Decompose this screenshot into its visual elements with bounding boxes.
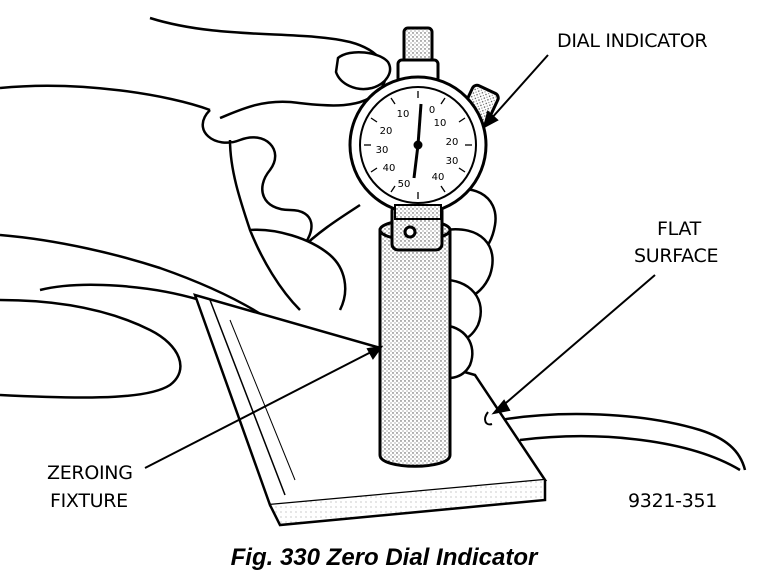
fixture-cylinder <box>378 203 452 468</box>
dial-number-right: 10 <box>434 118 447 129</box>
workbench <box>499 412 747 472</box>
dial-number-right: 20 <box>446 137 459 148</box>
dial-number-left: 30 <box>376 145 389 156</box>
dial-number-left: 20 <box>380 126 393 137</box>
flat-surface-mark <box>484 411 493 426</box>
figure-caption: Fig. 330 Zero Dial Indicator <box>230 544 538 571</box>
lower-arm <box>0 283 201 399</box>
dial-ticks <box>364 91 472 199</box>
dial-needle <box>412 103 423 179</box>
leader-lines <box>144 54 656 469</box>
figure-code: 9321-351 <box>628 490 718 512</box>
zeroing-fixture-label-line1: ZEROING <box>47 462 133 484</box>
flat-surface-label-line1: FLAT <box>657 218 701 240</box>
dial-number-right: 30 <box>446 156 459 167</box>
dial-number-left: 10 <box>397 109 410 120</box>
dial-number-right: 40 <box>432 172 445 183</box>
dial-number-left: 40 <box>383 163 396 174</box>
left-hand <box>0 16 392 322</box>
zeroing-fixture-label-line2: FIXTURE <box>50 490 128 512</box>
dial-indicator-label: DIAL INDICATOR <box>557 30 708 52</box>
dial-number-top: 0 <box>429 105 435 116</box>
flat-surface-label-line2: SURFACE <box>634 245 719 267</box>
dial-number-bottom: 50 <box>398 179 411 190</box>
zeroing-fixture-block <box>193 293 548 527</box>
